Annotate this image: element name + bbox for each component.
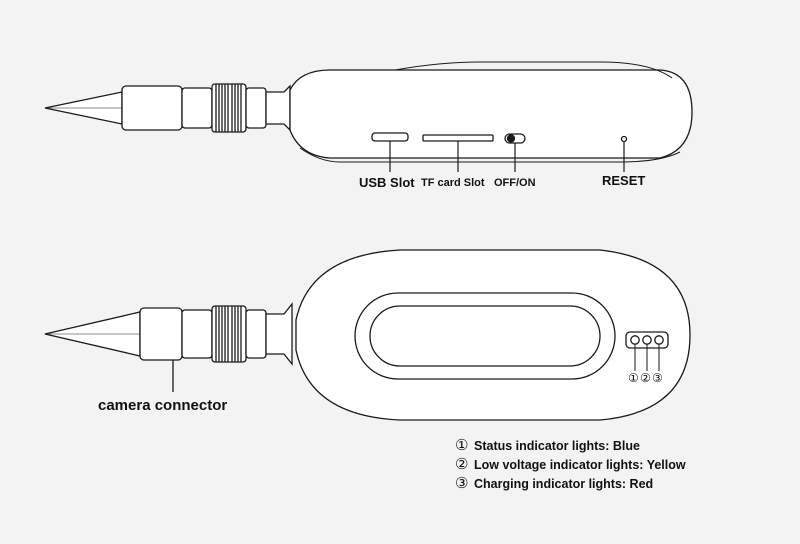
probe-collar-side xyxy=(181,87,213,129)
probe-neck-side xyxy=(245,87,267,129)
usb-slot xyxy=(371,132,409,142)
housing-side xyxy=(289,61,693,163)
probe-tip-side xyxy=(44,91,123,125)
probe-barrel-top xyxy=(139,307,183,361)
legend-item: ① Status indicator lights: Blue xyxy=(455,436,640,454)
probe-collar-top xyxy=(181,309,213,359)
legend-item: ③ Charging indicator lights: Red xyxy=(455,474,653,492)
legend-text: Status indicator lights: Blue xyxy=(474,439,640,453)
probe-neck-top xyxy=(245,309,267,359)
probe-barrel-side xyxy=(121,85,183,131)
power-switch xyxy=(504,133,526,144)
housing-top xyxy=(295,249,691,421)
legend-text: Charging indicator lights: Red xyxy=(474,477,654,491)
legend-item: ② Low voltage indicator lights: Yellow xyxy=(455,455,686,473)
indicator-number-3: ③ xyxy=(652,371,663,385)
indicator-number-2: ② xyxy=(640,371,651,385)
tf-card-slot-label: TF card Slot xyxy=(421,177,485,189)
probe-joint-side xyxy=(265,84,291,132)
power-switch-label: OFF/ON xyxy=(494,177,536,189)
legend-text: Low voltage indicator lights: Yellow xyxy=(474,458,686,472)
legend-number: ② xyxy=(455,456,469,473)
usb-slot-label: USB Slot xyxy=(359,175,415,190)
probe-joint-top xyxy=(265,302,293,366)
legend-number: ① xyxy=(455,437,469,454)
tf-card-slot xyxy=(422,134,494,142)
reset-hole xyxy=(620,135,628,143)
knurled-ring-side xyxy=(211,83,247,133)
knurled-ring-top xyxy=(211,305,247,363)
indicator-panel xyxy=(625,331,669,371)
camera-connector-label: camera connector xyxy=(98,397,228,414)
legend-number: ③ xyxy=(455,475,469,492)
top-view xyxy=(44,249,691,421)
side-view xyxy=(44,61,693,172)
probe-tip-top xyxy=(44,311,141,357)
reset-label: RESET xyxy=(602,173,646,188)
indicator-number-1: ① xyxy=(628,371,639,385)
side-leader-lines xyxy=(389,141,625,172)
